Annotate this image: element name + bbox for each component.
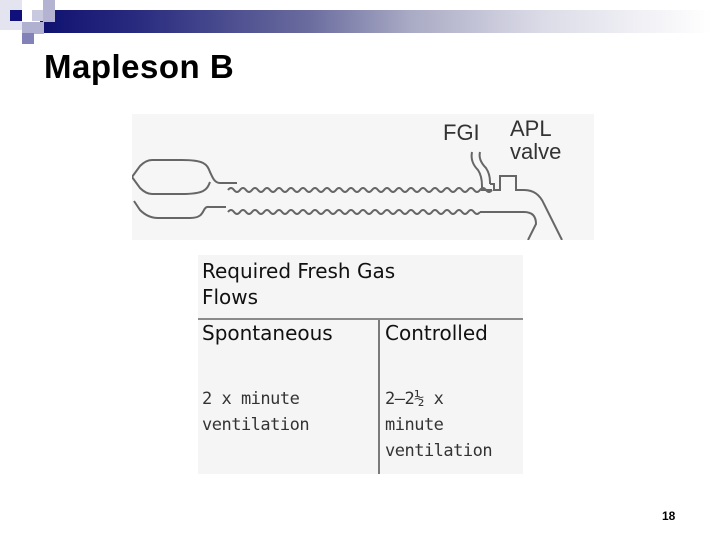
decor-square [22, 33, 34, 44]
decor-square [22, 22, 44, 34]
column-header-controlled: Controlled [385, 321, 488, 345]
cell-line: 2–2½ x [385, 389, 444, 409]
table-title-line: Required Fresh Gas [202, 259, 396, 283]
cell-spontaneous: 2 x minute ventilation [202, 386, 310, 438]
valve-label: valve [510, 139, 562, 164]
table-title-line: Flows [202, 285, 259, 309]
column-header-spontaneous: Spontaneous [202, 321, 333, 345]
decor-square [10, 10, 22, 21]
mapleson-b-diagram: FGI APL valve [132, 114, 594, 240]
circuit-illustration [132, 151, 563, 240]
cell-line: minute [385, 415, 444, 435]
slide-title: Mapleson B [44, 48, 235, 85]
table-divider-horizontal [198, 318, 523, 320]
header-gradient-bar [40, 10, 712, 33]
decor-square [43, 0, 55, 22]
cell-line: ventilation [202, 415, 310, 435]
cell-line: 2 x minute [202, 389, 300, 409]
apl-label: APL [510, 116, 552, 141]
decor-square [32, 10, 44, 21]
fresh-gas-flow-table: Required Fresh Gas Flows Spontaneous Con… [198, 255, 523, 474]
cell-line: ventilation [385, 441, 493, 461]
cell-controlled: 2–2½ x minute ventilation [385, 386, 493, 464]
page-number: 18 [662, 509, 676, 523]
fgi-label: FGI [443, 120, 480, 145]
table-title: Required Fresh Gas Flows [202, 258, 395, 310]
table-divider-vertical [378, 320, 380, 474]
